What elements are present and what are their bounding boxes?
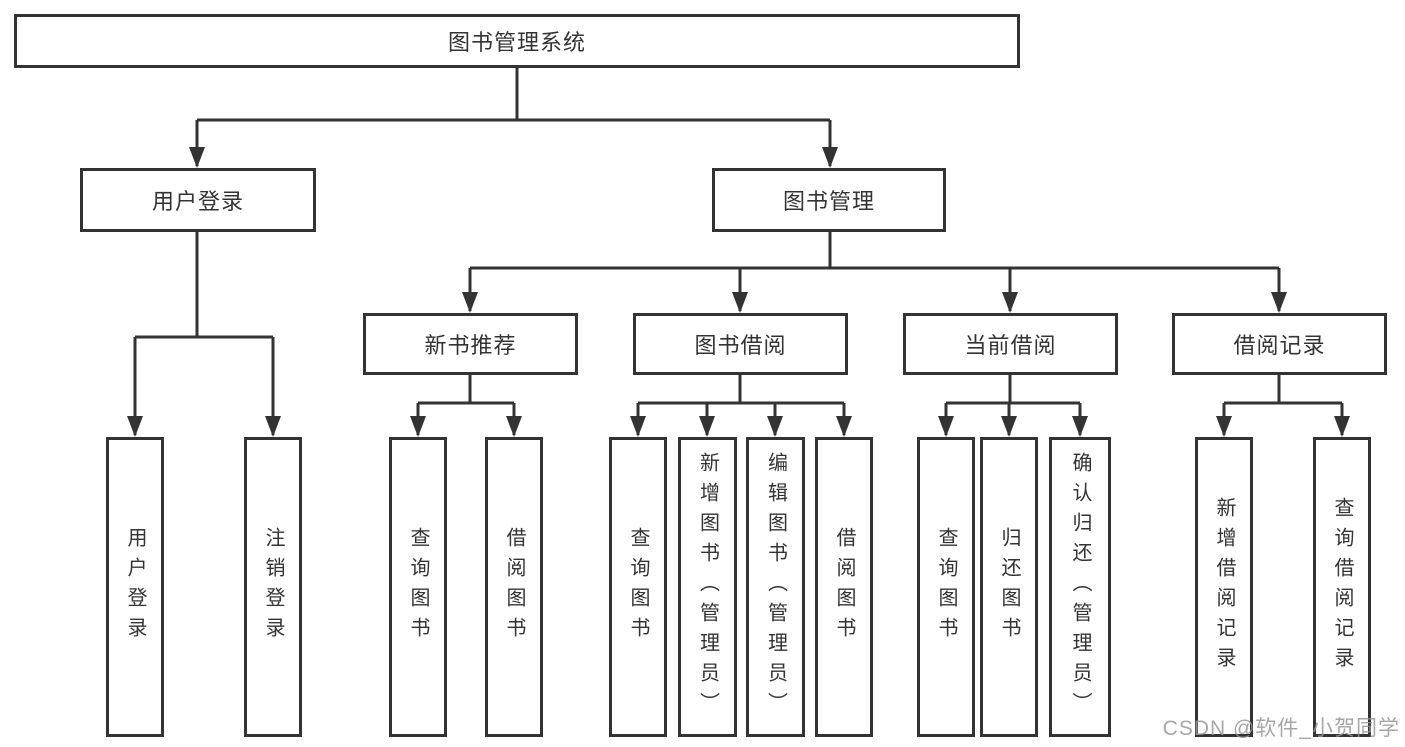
node-book-borrow-label: 图书借阅 [694, 333, 787, 358]
leaf-borrow-book-1-label: 借阅图书 [503, 527, 525, 647]
leaf-borrow-book-1: 借阅图书 [485, 437, 543, 737]
leaf-add-book-admin-label: 新增图书（管理员） [696, 452, 719, 722]
node-borrow-record-label: 借阅记录 [1233, 333, 1326, 358]
leaf-query-book-3-label: 查询图书 [935, 527, 957, 647]
node-book-management: 图书管理 [712, 168, 946, 232]
leaf-add-book-admin: 新增图书（管理员） [678, 437, 737, 737]
node-root: 图书管理系统 [14, 14, 1020, 68]
leaf-edit-book-admin: 编辑图书（管理员） [746, 437, 805, 737]
leaf-confirm-return-admin: 确认归还（管理员） [1049, 437, 1111, 737]
leaf-borrow-book-2-label: 借阅图书 [833, 527, 855, 647]
leaf-confirm-return-admin-label: 确认归还（管理员） [1069, 452, 1091, 722]
leaf-logout: 注销登录 [244, 437, 302, 737]
node-borrow-record: 借阅记录 [1172, 313, 1387, 375]
leaf-query-borrow-record: 查询借阅记录 [1313, 437, 1371, 737]
leaf-logout-label: 注销登录 [262, 527, 284, 647]
node-user-login-label: 用户登录 [151, 189, 244, 214]
leaf-return-book: 归还图书 [980, 437, 1038, 737]
leaf-edit-book-admin-label: 编辑图书（管理员） [764, 452, 787, 722]
leaf-query-book-2-label: 查询图书 [627, 527, 649, 647]
node-new-book-recommend-label: 新书推荐 [424, 333, 517, 358]
leaf-query-book-1-label: 查询图书 [407, 527, 429, 647]
node-book-management-label: 图书管理 [782, 189, 875, 214]
leaf-query-book-2: 查询图书 [609, 437, 667, 737]
node-root-label: 图书管理系统 [447, 30, 586, 55]
node-current-borrow-label: 当前借阅 [964, 333, 1057, 358]
leaf-user-login-label: 用户登录 [124, 527, 146, 647]
leaf-add-borrow-record-label: 新增借阅记录 [1213, 497, 1235, 677]
watermark: CSDN @软件_小贺同学 [1162, 717, 1400, 740]
leaf-user-login: 用户登录 [106, 437, 164, 737]
connector-path [133, 68, 1344, 435]
leaf-query-book-1: 查询图书 [389, 437, 447, 737]
leaf-add-borrow-record: 新增借阅记录 [1195, 437, 1253, 737]
node-book-borrow: 图书借阅 [633, 313, 848, 375]
node-user-login: 用户登录 [80, 168, 316, 232]
node-new-book-recommend: 新书推荐 [363, 313, 578, 375]
arrowheads [127, 147, 1350, 437]
leaf-query-book-3: 查询图书 [917, 437, 975, 737]
leaf-query-borrow-record-label: 查询借阅记录 [1331, 497, 1353, 677]
node-current-borrow: 当前借阅 [903, 313, 1118, 375]
leaf-borrow-book-2: 借阅图书 [815, 437, 873, 737]
leaf-return-book-label: 归还图书 [998, 527, 1020, 647]
